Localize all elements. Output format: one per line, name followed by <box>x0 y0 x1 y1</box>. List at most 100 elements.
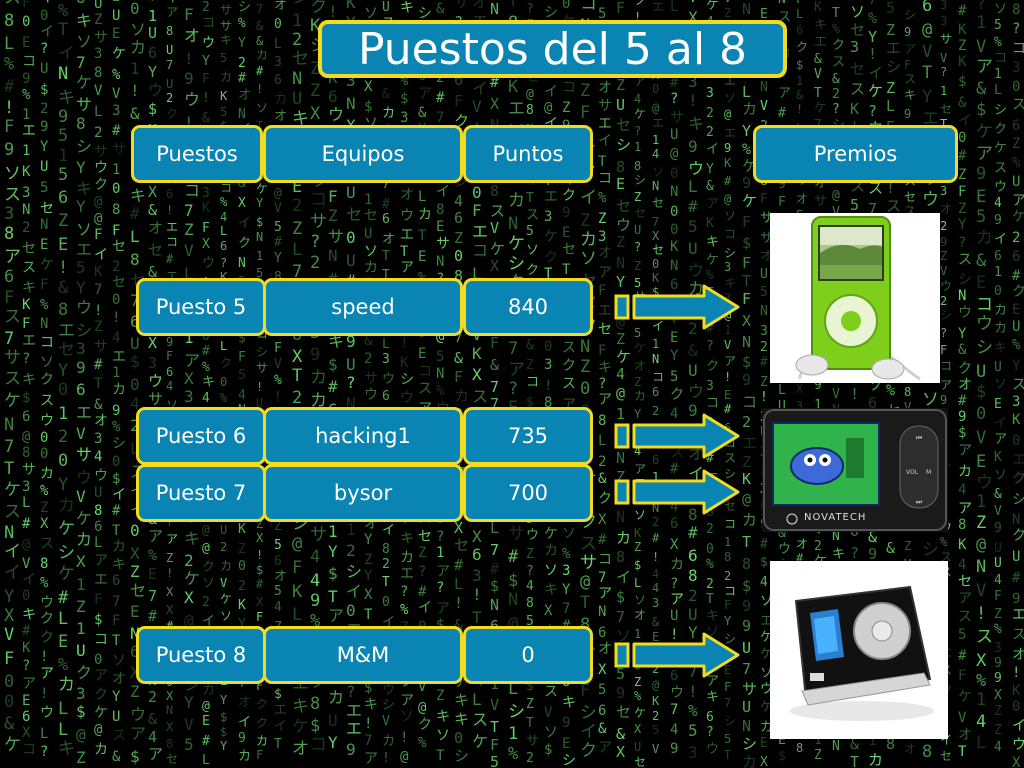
svg-text:%: % <box>40 483 49 499</box>
svg-text:Z: Z <box>364 552 372 568</box>
svg-text:8: 8 <box>166 737 173 751</box>
svg-text:&: & <box>652 615 660 629</box>
svg-text:コ: コ <box>940 359 952 373</box>
svg-text:N: N <box>742 0 751 18</box>
svg-text:L: L <box>274 37 282 52</box>
svg-text:サ: サ <box>328 227 344 246</box>
svg-text:8: 8 <box>634 159 641 173</box>
svg-text:U: U <box>634 740 641 754</box>
svg-text:3: 3 <box>1012 60 1020 76</box>
svg-text:コ: コ <box>166 235 178 249</box>
svg-text:キ: キ <box>724 276 736 290</box>
svg-text:エ: エ <box>400 227 414 243</box>
svg-text:$: $ <box>328 564 338 583</box>
svg-text:#: # <box>58 588 69 608</box>
svg-text:L: L <box>40 726 48 742</box>
svg-text:X: X <box>148 334 157 352</box>
svg-text:4: 4 <box>310 571 320 591</box>
svg-text:0: 0 <box>130 521 140 540</box>
svg-text:4: 4 <box>526 579 534 594</box>
svg-text:3: 3 <box>940 184 947 198</box>
svg-text:T: T <box>922 63 932 83</box>
svg-text:3: 3 <box>688 743 698 762</box>
svg-text:U: U <box>220 523 227 537</box>
svg-text:T: T <box>328 587 338 606</box>
svg-text:&: & <box>778 526 786 541</box>
svg-text:ケ: ケ <box>40 257 54 273</box>
svg-text:オ: オ <box>796 537 808 551</box>
rank-cell-8: Puesto 8 <box>136 626 266 684</box>
svg-text:Y: Y <box>220 693 228 707</box>
svg-text:!: ! <box>634 10 641 24</box>
svg-text:&: & <box>490 356 499 374</box>
svg-text:!: ! <box>4 98 14 118</box>
svg-text:エ: エ <box>58 321 75 341</box>
svg-text:$: $ <box>256 563 263 577</box>
svg-text:シ: シ <box>634 173 646 187</box>
svg-text:4: 4 <box>634 444 641 458</box>
svg-text:K: K <box>958 537 967 553</box>
svg-text:U: U <box>742 698 751 716</box>
svg-text:8: 8 <box>688 566 698 585</box>
svg-text:ス: ス <box>4 369 21 389</box>
svg-text:%: % <box>202 360 210 375</box>
svg-text:9: 9 <box>814 378 822 393</box>
svg-text:オ: オ <box>634 359 646 373</box>
svg-text:&: & <box>850 735 859 753</box>
svg-text:カ: カ <box>256 734 268 748</box>
svg-text:ク: ク <box>76 663 92 682</box>
svg-text:?: ? <box>634 124 641 138</box>
svg-text:9: 9 <box>112 403 120 419</box>
svg-text:X: X <box>310 104 321 124</box>
svg-text:T: T <box>814 86 822 101</box>
svg-text:6: 6 <box>454 209 463 227</box>
svg-text:ソ: ソ <box>364 244 378 260</box>
svg-text:ケ: ケ <box>490 240 505 258</box>
svg-text:$: $ <box>526 679 534 694</box>
svg-text:コ: コ <box>598 552 612 568</box>
svg-text:5: 5 <box>886 0 895 17</box>
svg-text:K: K <box>634 526 642 540</box>
svg-text:T: T <box>724 748 731 762</box>
svg-text:6: 6 <box>22 709 30 725</box>
svg-text:Z: Z <box>994 704 1002 719</box>
svg-text:?: ? <box>670 91 678 107</box>
svg-text:!: ! <box>94 303 102 319</box>
svg-text:6: 6 <box>166 365 173 379</box>
svg-text:0: 0 <box>652 82 659 96</box>
svg-text:!: ! <box>184 49 194 68</box>
svg-text:8: 8 <box>688 505 698 524</box>
header-puestos: Puestos <box>131 125 263 183</box>
svg-text:%: % <box>832 22 840 37</box>
svg-text:V: V <box>652 742 659 756</box>
svg-text:0: 0 <box>382 595 390 610</box>
svg-text:セ: セ <box>652 196 664 210</box>
svg-text:F: F <box>742 254 751 272</box>
svg-text:サ: サ <box>94 30 108 46</box>
svg-text:N: N <box>508 590 518 610</box>
clip-mp3-player-icon <box>770 561 948 739</box>
svg-text:カ: カ <box>400 550 414 566</box>
svg-text:V: V <box>976 428 986 448</box>
svg-text:0: 0 <box>670 222 678 238</box>
svg-text:7: 7 <box>4 329 14 349</box>
svg-text:3: 3 <box>400 110 408 126</box>
svg-text:イ: イ <box>94 247 108 263</box>
svg-text:?: ? <box>958 235 966 251</box>
svg-text:8: 8 <box>598 413 606 429</box>
svg-text:N: N <box>4 415 14 435</box>
svg-text:3: 3 <box>760 324 768 339</box>
svg-text:Y: Y <box>706 162 714 177</box>
svg-text:エ: エ <box>1012 607 1024 623</box>
svg-text:Z: Z <box>976 513 986 533</box>
svg-text:&: & <box>598 721 607 737</box>
svg-text:シ: シ <box>940 308 952 322</box>
svg-text:8: 8 <box>310 694 320 714</box>
svg-text:シ: シ <box>346 562 362 581</box>
svg-text:1: 1 <box>994 265 1002 280</box>
svg-text:ス: ス <box>724 451 736 465</box>
svg-text:イ: イ <box>274 719 287 734</box>
svg-text:#: # <box>688 523 698 542</box>
svg-text:$: $ <box>220 725 227 739</box>
svg-text:Z: Z <box>616 233 625 251</box>
